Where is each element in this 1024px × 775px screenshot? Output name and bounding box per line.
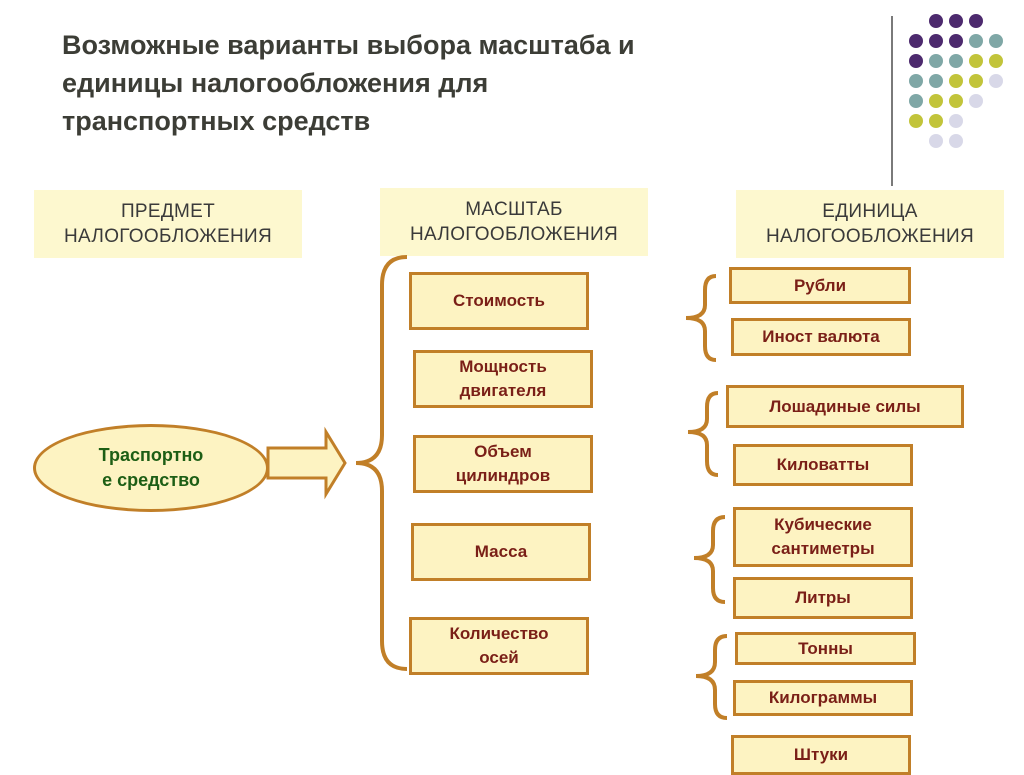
unit-brace-volume [693,515,726,604]
scale-box-line: Мощность [459,357,547,376]
decorative-dot [949,34,963,48]
decorative-dot-grid [904,12,1014,162]
decorative-dot [909,34,923,48]
decorative-dot [969,34,983,48]
title-line-2: единицы налогообложения для [62,68,489,98]
scale-box-line: осей [479,648,519,667]
decorative-dot [949,134,963,148]
decorative-divider [891,16,893,186]
unit-box-line: Иност валюта [762,327,880,346]
subject-ellipse: Траспортно е средство [33,424,269,512]
unit-box-kilowatts: Киловатты [733,444,913,486]
title-line-3: транспортных средств [62,106,371,136]
scale-box-line: Масса [474,542,528,561]
unit-brace-power [687,391,719,477]
header-unit: ЕДИНИЦА НАЛОГООБЛОЖЕНИЯ [736,190,1004,258]
decorative-dot [909,74,923,88]
decorative-dot [949,14,963,28]
unit-brace-currency [685,274,717,362]
scale-box-cylinder-volume: Объем цилиндров [413,435,593,493]
unit-box-line: Киловатты [776,455,870,474]
right-arrow [266,426,347,500]
decorative-dot [969,14,983,28]
scale-box-line: Объем [474,442,532,461]
header-scale-line-1: МАСШТАБ [465,199,563,220]
scale-brace [355,255,408,671]
decorative-dot [909,114,923,128]
decorative-dot [929,74,943,88]
unit-box-line: Килограммы [768,688,878,707]
decorative-dot [989,34,1003,48]
decorative-dot [909,94,923,108]
decorative-dot [909,54,923,68]
unit-box-pieces: Штуки [731,735,911,775]
header-subject-line-1: ПРЕДМЕТ [120,201,216,222]
title-line-1: Возможные варианты выбора масштаба и [62,30,635,60]
scale-box-cost: Стоимость [409,272,589,330]
subject-line-1: Траспортно [98,445,204,465]
unit-box-line: Штуки [793,745,849,764]
decorative-dot [989,74,1003,88]
decorative-dot [969,94,983,108]
subject-line-2: е средство [102,470,200,490]
unit-box-line: Кубические [774,515,872,534]
decorative-dot [929,14,943,28]
decorative-dot [929,54,943,68]
decorative-dot [989,54,1003,68]
unit-box-horsepower: Лошадиные силы [726,385,964,428]
header-unit-line-1: ЕДИНИЦА [822,201,918,222]
unit-box-tonnes: Тонны [735,632,916,665]
decorative-dot [949,54,963,68]
decorative-dot [949,114,963,128]
unit-box-cubic-centimeters: Кубические сантиметры [733,507,913,567]
unit-box-line: Тонны [798,638,853,658]
decorative-dot [929,34,943,48]
unit-box-line: Литры [795,588,851,607]
unit-box-rubles: Рубли [729,267,911,304]
scale-box-line: цилиндров [455,466,551,485]
header-scale-line-2: НАЛОГООБЛОЖЕНИЯ [410,224,618,245]
unit-box-kilograms: Килограммы [733,680,913,716]
decorative-dot [969,74,983,88]
scale-box-engine-power: Мощность двигателя [413,350,593,408]
unit-box-line: Рубли [793,275,847,295]
header-scale: МАСШТАБ НАЛОГООБЛОЖЕНИЯ [380,188,648,256]
decorative-dot [929,94,943,108]
decorative-dot [929,114,943,128]
decorative-dot [969,54,983,68]
scale-box-line: Стоимость [453,291,545,310]
decorative-dot [929,134,943,148]
header-subject: ПРЕДМЕТ НАЛОГООБЛОЖЕНИЯ [34,190,302,258]
unit-box-foreign-currency: Иност валюта [731,318,911,356]
unit-box-line: Лошадиные силы [769,396,921,416]
slide-title: Возможные варианты выбора масштаба и еди… [62,26,862,140]
unit-box-liters: Литры [733,577,913,619]
decorative-dot [949,74,963,88]
scale-box-line: двигателя [459,381,547,400]
scale-box-mass: Масса [411,523,591,581]
scale-box-axle-count: Количество осей [409,617,589,675]
scale-box-line: Количество [449,624,549,643]
header-unit-line-2: НАЛОГООБЛОЖЕНИЯ [766,226,974,247]
unit-brace-mass [695,634,728,720]
decorative-dot [949,94,963,108]
header-subject-line-2: НАЛОГООБЛОЖЕНИЯ [64,226,272,247]
unit-box-line: сантиметры [771,539,875,558]
